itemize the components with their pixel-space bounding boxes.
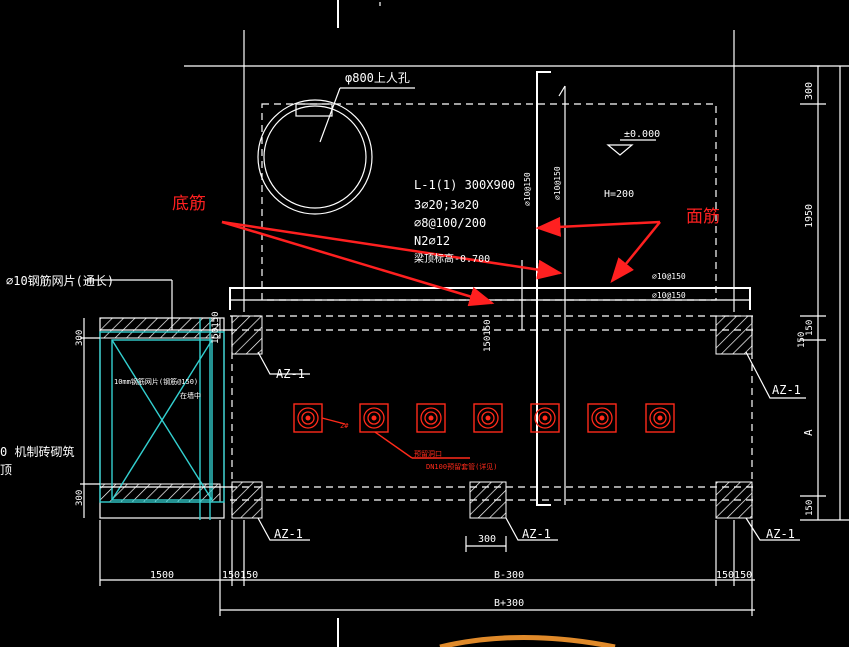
dim-left-300-b: 300 [75, 490, 85, 506]
dim-left-300-a: 300 [75, 330, 85, 346]
red-note-1: 预留洞口 [414, 449, 442, 458]
dimension-texts: 300 1950 150 150 A 150 300 300 150150 15… [75, 82, 815, 609]
dim-1500: 1500 [150, 570, 174, 581]
bottom-features [337, 618, 616, 647]
manhole [257, 87, 415, 215]
rebar-horizontal-1: ⌀10@150 [652, 272, 686, 281]
dim-150150-b: 150150 [716, 570, 752, 581]
rebar-vertical-2: ⌀10@150 [553, 166, 562, 200]
dim-1950: 1950 [804, 204, 815, 228]
dim-150-a: 150 [805, 320, 815, 336]
dim-150-50-b: 150150 [483, 319, 493, 352]
small-red-label: 2# [340, 422, 349, 430]
az-label-4: AZ-1 [522, 527, 551, 541]
left-note-1: ⌀10钢筋网片(通长) [6, 273, 114, 288]
pump-symbol-3 [416, 403, 446, 433]
bottom-dimensions [99, 520, 755, 616]
dim-b-minus-300: B-300 [494, 570, 524, 581]
beam-label-4: N2⌀12 [414, 234, 450, 248]
top-axis-mark [337, 0, 381, 28]
dim-150150-a: 150150 [222, 570, 258, 581]
dim-mid-300: 300 [478, 534, 496, 545]
annotation-bottom-rebar: 底筋 [172, 194, 206, 214]
h-label: H=200 [604, 189, 634, 200]
rebar-horizontal-2: ⌀10@150 [652, 291, 686, 300]
inner-note-2: 在墙中 [180, 391, 201, 400]
red-note-2: DN100预留套管(详见) [426, 462, 498, 471]
beam-label-5: 梁顶标高-0.700 [414, 252, 490, 265]
beam-label-2: 3⌀20;3⌀20 [414, 198, 479, 212]
dim-150-50: 150150 [211, 311, 221, 344]
drawing-texts: φ800上人孔 ±0.000 L-1(1) 300X900 3⌀20;3⌀20 … [0, 71, 801, 541]
left-note-2: 0 机制砖砌筑 [0, 444, 74, 459]
right-dimensions [800, 65, 849, 521]
beam-label-1: L-1(1) 300X900 [414, 178, 515, 192]
manhole-label: φ800上人孔 [345, 71, 410, 85]
section-bracket [521, 71, 566, 506]
az-label-5: AZ-1 [766, 527, 795, 541]
rebar-vertical-1: ⌀10@150 [523, 172, 532, 206]
dim-b-plus-300: B+300 [494, 598, 524, 609]
dim-150-b: 150 [797, 332, 807, 348]
az-label-2: AZ-1 [772, 383, 801, 397]
pump-symbol-7 [645, 403, 675, 433]
pump-symbol-2 [359, 403, 389, 433]
red-leaders [321, 417, 470, 459]
left-wall-section [85, 279, 232, 520]
left-dimensions [80, 318, 100, 518]
left-note-3: 顶 [0, 463, 12, 477]
inner-note-1: 10mm钢筋网片(钢筋@150) [114, 377, 198, 386]
pump-symbol-1 [293, 403, 323, 433]
dashed-outline [230, 103, 755, 520]
az-label-1: AZ-1 [276, 367, 305, 381]
az-leaders [257, 351, 806, 541]
red-symbols [293, 403, 675, 433]
outer-walls [184, 30, 820, 312]
annotation-top-rebar: 面筋 [686, 207, 720, 227]
beam-label-3: ⌀8@100/200 [414, 216, 486, 230]
pump-symbol-5 [530, 403, 560, 433]
hatched-walls [99, 315, 753, 519]
elevation-marker [606, 139, 656, 156]
annotation-arrows [221, 216, 661, 307]
dim-A: A [802, 429, 815, 436]
dim-300: 300 [804, 82, 815, 100]
pump-symbol-6 [587, 403, 617, 433]
pump-symbol-4 [473, 403, 503, 433]
az-label-3: AZ-1 [274, 527, 303, 541]
elevation-label: ±0.000 [624, 129, 660, 140]
dim-150-c: 150 [805, 500, 815, 516]
